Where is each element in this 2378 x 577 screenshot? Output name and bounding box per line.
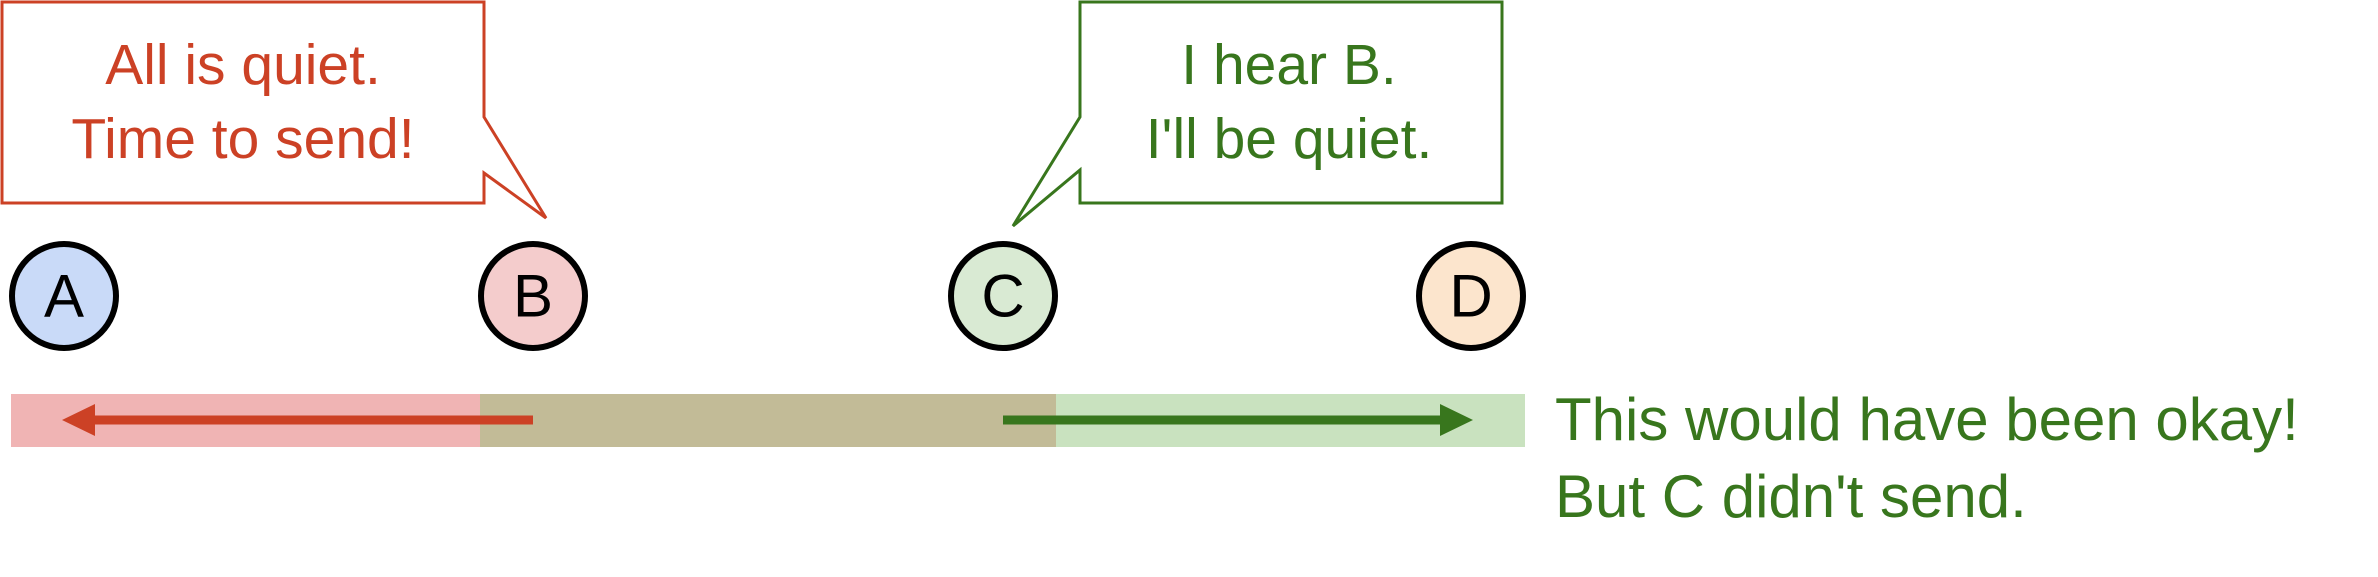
node-c-label: C bbox=[981, 263, 1024, 330]
speech-bubble-c-line2: I'll be quiet. bbox=[1146, 107, 1433, 171]
note: This would have been okay! But C didn't … bbox=[1555, 386, 2299, 530]
speech-bubble-b: All is quiet. Time to send! bbox=[0, 0, 548, 220]
node-a-circle bbox=[9, 241, 119, 351]
speech-bubble-b-line2: Time to send! bbox=[71, 107, 414, 171]
speech-bubble-b-outline bbox=[0, 0, 548, 220]
node-b-label: B bbox=[513, 263, 553, 330]
b-transmission-arrow bbox=[62, 404, 533, 436]
speech-bubble-c-line1: I hear B. bbox=[1181, 33, 1396, 97]
node-d-label: D bbox=[1449, 263, 1492, 330]
node-b: B bbox=[478, 241, 588, 351]
note-line1: This would have been okay! bbox=[1555, 386, 2299, 453]
c-would-send-arrow bbox=[1003, 404, 1473, 436]
node-a: A bbox=[9, 241, 119, 351]
note-line2: But C didn't send. bbox=[1555, 463, 2027, 530]
node-a-label: A bbox=[44, 263, 84, 330]
speech-bubble-b-line1: All is quiet. bbox=[105, 33, 381, 97]
b-arrow-head bbox=[62, 404, 95, 436]
node-d: D bbox=[1416, 241, 1526, 351]
speech-bubble-c: I hear B. I'll be quiet. bbox=[1011, 0, 1504, 228]
node-c: C bbox=[948, 241, 1058, 351]
range-bars bbox=[11, 394, 1525, 447]
node-c-circle bbox=[948, 241, 1058, 351]
speech-bubble-c-outline bbox=[1011, 0, 1504, 228]
node-b-circle bbox=[478, 241, 588, 351]
overlap-range-bar bbox=[480, 394, 1056, 447]
node-d-circle bbox=[1416, 241, 1526, 351]
c-arrow-head bbox=[1440, 404, 1473, 436]
